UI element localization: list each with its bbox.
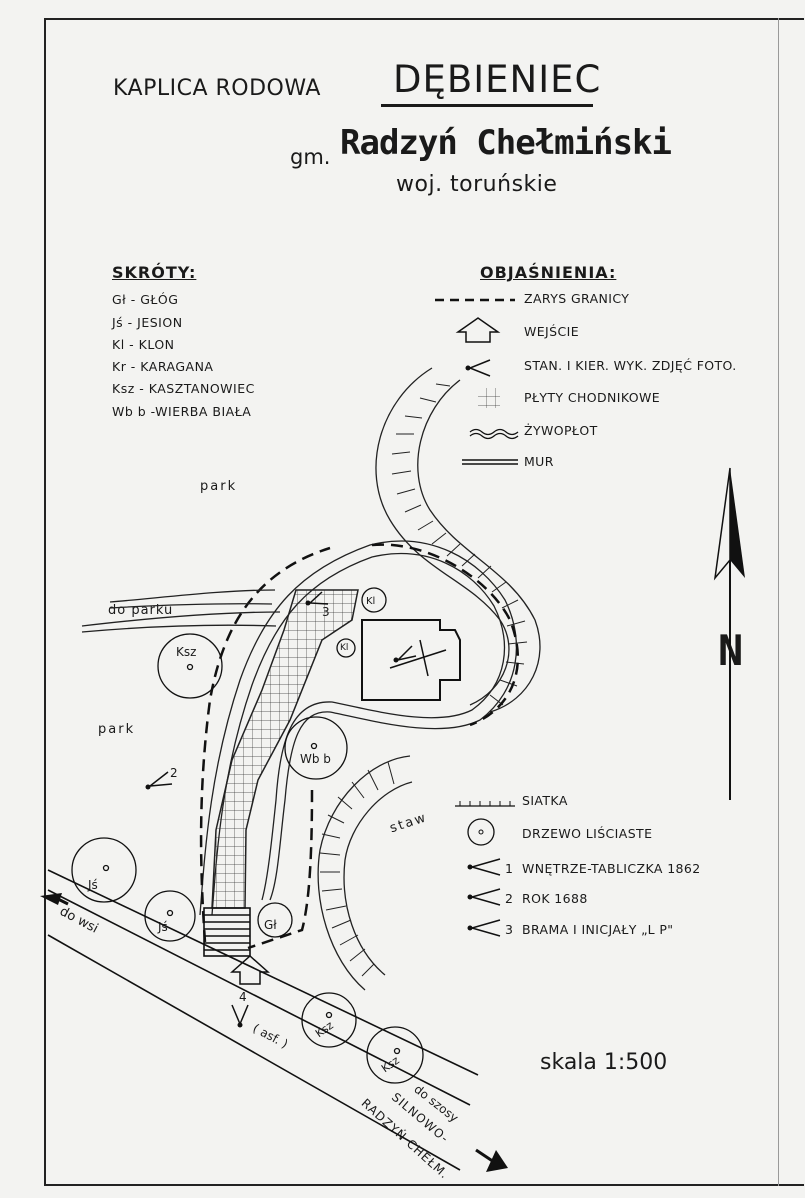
gate-steps [203,907,251,957]
tree-label: Ksz [176,645,197,659]
abbr-item: Kr - KARAGANA [112,359,214,374]
abbr-item: Ksz - KASZTANOWIEC [112,381,255,396]
legend-hedge-icon [469,428,519,436]
entry-station-num: 4 [239,990,247,1004]
tree-jesion [144,890,196,942]
photo-station-3 [305,591,329,606]
abbr-item: Gł - GŁÓG [112,292,179,307]
legend-item-photo-station: STAN. I KIER. WYK. ZDJĘĆ FOTO. [524,358,737,373]
scale-label: skala 1:500 [540,1050,668,1075]
abbr-item: Jś - JESION [112,315,183,330]
pond-lower [317,755,413,991]
paved-walkway [211,589,359,909]
title-underline [381,104,593,107]
legend2-num-1: 1 [505,861,514,876]
tree-wierzba [284,716,348,780]
sheet-edge [778,18,779,1186]
abbreviations-heading: SKRÓTY: [112,263,197,282]
gmina-name: Radzyń Chełmiński [340,123,672,163]
chapel-cross-icon [389,639,447,677]
title-name: DĘBIENIEC [393,58,602,101]
label-park-top: park [200,479,238,494]
chapel-building [361,619,461,701]
road [47,869,479,1171]
legend2-item-tree: DRZEWO LIŚCIASTE [522,826,653,841]
tree-label: Gł [264,918,277,932]
tree-label: Jś [158,920,168,934]
legend-photo-icon [465,359,491,377]
boundary-east [371,543,520,727]
label-park-left: park [98,722,136,737]
legend-entrance-icon [455,317,501,343]
legend2-item-fence: SIATKA [522,793,568,808]
tree-kasztanowiec [301,992,357,1048]
voivodeship: woj. toruńskie [396,172,558,197]
legend-station1-icon [467,858,501,876]
tree-label: Kl [366,596,376,607]
legend-paving-icon [478,388,500,408]
tree-jesion [71,837,137,903]
abbr-item: Kl - KLON [112,337,175,352]
boundary-west [199,546,331,943]
pond-upper [375,367,541,713]
legend-station2-icon [467,888,501,906]
legend-item-hedge: ŻYWOPŁOT [524,423,598,438]
abbr-item: Wb b -WIERBA BIAŁA [112,404,252,419]
legend2-item-station2: ROK 1688 [522,891,588,906]
legend2-num-2: 2 [505,891,514,906]
tree-glog [257,902,293,938]
photo-station-1 [393,645,417,663]
legend-tree-icon [467,818,495,846]
entrance-arrow-icon [230,954,270,985]
legend2-item-station3: BRAMA I INICJAŁY „L P" [522,922,674,937]
legend-fence-icon [455,801,515,807]
tree-klon [361,587,387,613]
legend-item-wall: MUR [524,454,554,469]
tree-kasztanowiec [366,1026,424,1084]
station-num: 2 [170,766,178,780]
road-arrow-west-icon [40,893,69,906]
north-arrow-icon [713,467,745,800]
photo-station-4 [231,1004,249,1028]
legend-item-entrance: WEJŚCIE [524,324,579,339]
title-prefix: KAPLICA RODOWA [113,76,321,101]
tree-label: Jś [88,878,98,892]
legend-item-paving: PŁYTY CHODNIKOWE [524,390,661,405]
road-arrow-east-icon [475,1148,508,1172]
tree-kasztanowiec [157,633,223,699]
hedge [199,540,518,916]
legend-wall-icon [462,459,518,465]
legend2-item-station1: WNĘTRZE-TABLICZKA 1862 [522,861,701,876]
gmina-prefix: gm. [290,145,331,169]
tree-klon [336,638,356,658]
photo-station-2 [145,771,173,790]
tree-label: Wb b [300,752,331,766]
path-to-park [81,589,281,633]
boundary-south [247,789,314,950]
legend-station3-icon [467,919,501,937]
tree-label: Kl [340,643,349,653]
legend-heading: OBJAŚNIENIA: [480,263,617,282]
legend2-num-3: 3 [505,922,514,937]
map-frame [44,18,804,1186]
legend-item-boundary: ZARYS GRANICY [524,291,630,306]
